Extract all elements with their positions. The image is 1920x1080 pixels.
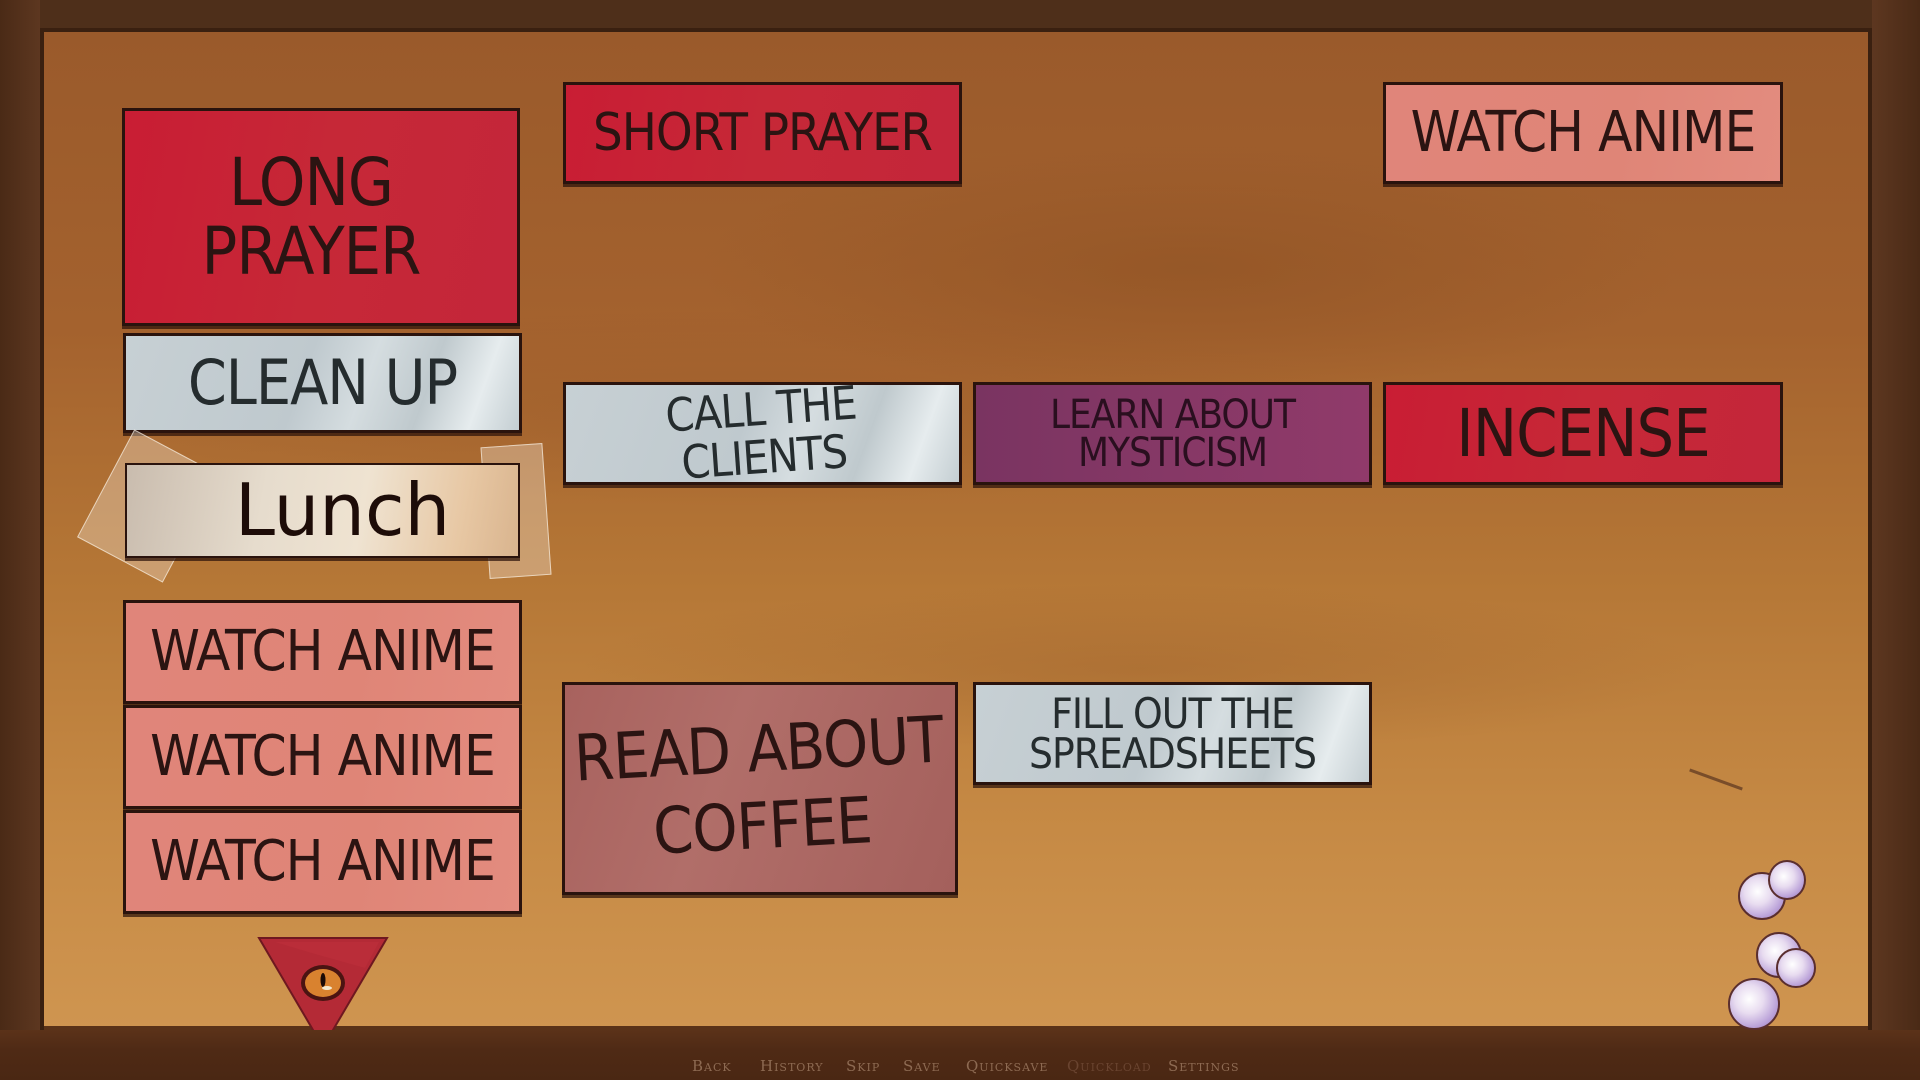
card-label: LONG PRAYER	[201, 143, 422, 290]
quick-menu-bar	[0, 1030, 1920, 1080]
card-label: SHORT PRAYER	[592, 102, 933, 163]
card-watch-anime-top[interactable]: WATCH ANIME	[1383, 82, 1783, 184]
card-label: WATCH ANIME	[150, 828, 496, 894]
quick-menu-save[interactable]: Save	[903, 1057, 941, 1075]
card-watch-anime-1[interactable]: WATCH ANIME	[123, 600, 522, 704]
card-learn-about-mysticism[interactable]: LEARN ABOUT MYSTICISM	[973, 382, 1372, 485]
card-lunch[interactable]: Lunch	[125, 463, 520, 558]
pin-2-head	[1776, 948, 1816, 988]
quick-menu-skip[interactable]: Skip	[846, 1057, 881, 1075]
card-incense[interactable]: INCENSE	[1383, 382, 1783, 485]
card-label: READ ABOUT COFFEE	[571, 703, 945, 870]
card-label: LEARN ABOUT MYSTICISM	[1050, 391, 1296, 476]
card-label: CALL THE CLIENTS	[663, 375, 858, 491]
quick-menu-back[interactable]: Back	[692, 1057, 732, 1075]
card-label: INCENSE	[1456, 394, 1711, 472]
frame-left-edge	[0, 0, 40, 1080]
card-label: WATCH ANIME	[150, 723, 496, 789]
card-label: FILL OUT THE SPREADSHEETS	[1028, 688, 1317, 778]
card-short-prayer[interactable]: SHORT PRAYER	[563, 82, 962, 184]
card-label: WATCH ANIME	[1410, 99, 1757, 165]
quick-menu-quickload: Quickload	[1067, 1057, 1152, 1075]
frame-right-edge	[1872, 0, 1920, 1080]
pin-3	[1728, 978, 1780, 1030]
card-label: WATCH ANIME	[150, 618, 496, 684]
card-clean-up[interactable]: CLEAN UP	[123, 333, 522, 433]
card-long-prayer[interactable]: LONG PRAYER	[122, 108, 520, 326]
card-read-about-coffee[interactable]: READ ABOUT COFFEE	[562, 682, 958, 895]
quick-menu-history[interactable]: History	[760, 1057, 824, 1075]
card-watch-anime-3[interactable]: WATCH ANIME	[123, 810, 522, 914]
card-label: CLEAN UP	[187, 346, 458, 420]
card-fill-out-the-spreadsheets[interactable]: FILL OUT THE SPREADSHEETS	[973, 682, 1372, 785]
all-seeing-eye-triangle-icon[interactable]	[255, 936, 391, 1051]
quick-menu-quicksave[interactable]: Quicksave	[966, 1057, 1049, 1075]
pin-1-head	[1768, 860, 1806, 900]
card-label: Lunch	[234, 467, 451, 552]
quick-menu-settings[interactable]: Settings	[1168, 1057, 1240, 1075]
card-watch-anime-2[interactable]: WATCH ANIME	[123, 705, 522, 809]
push-pins-icon	[1720, 840, 1850, 1030]
card-call-the-clients[interactable]: CALL THE CLIENTS	[563, 376, 962, 490]
